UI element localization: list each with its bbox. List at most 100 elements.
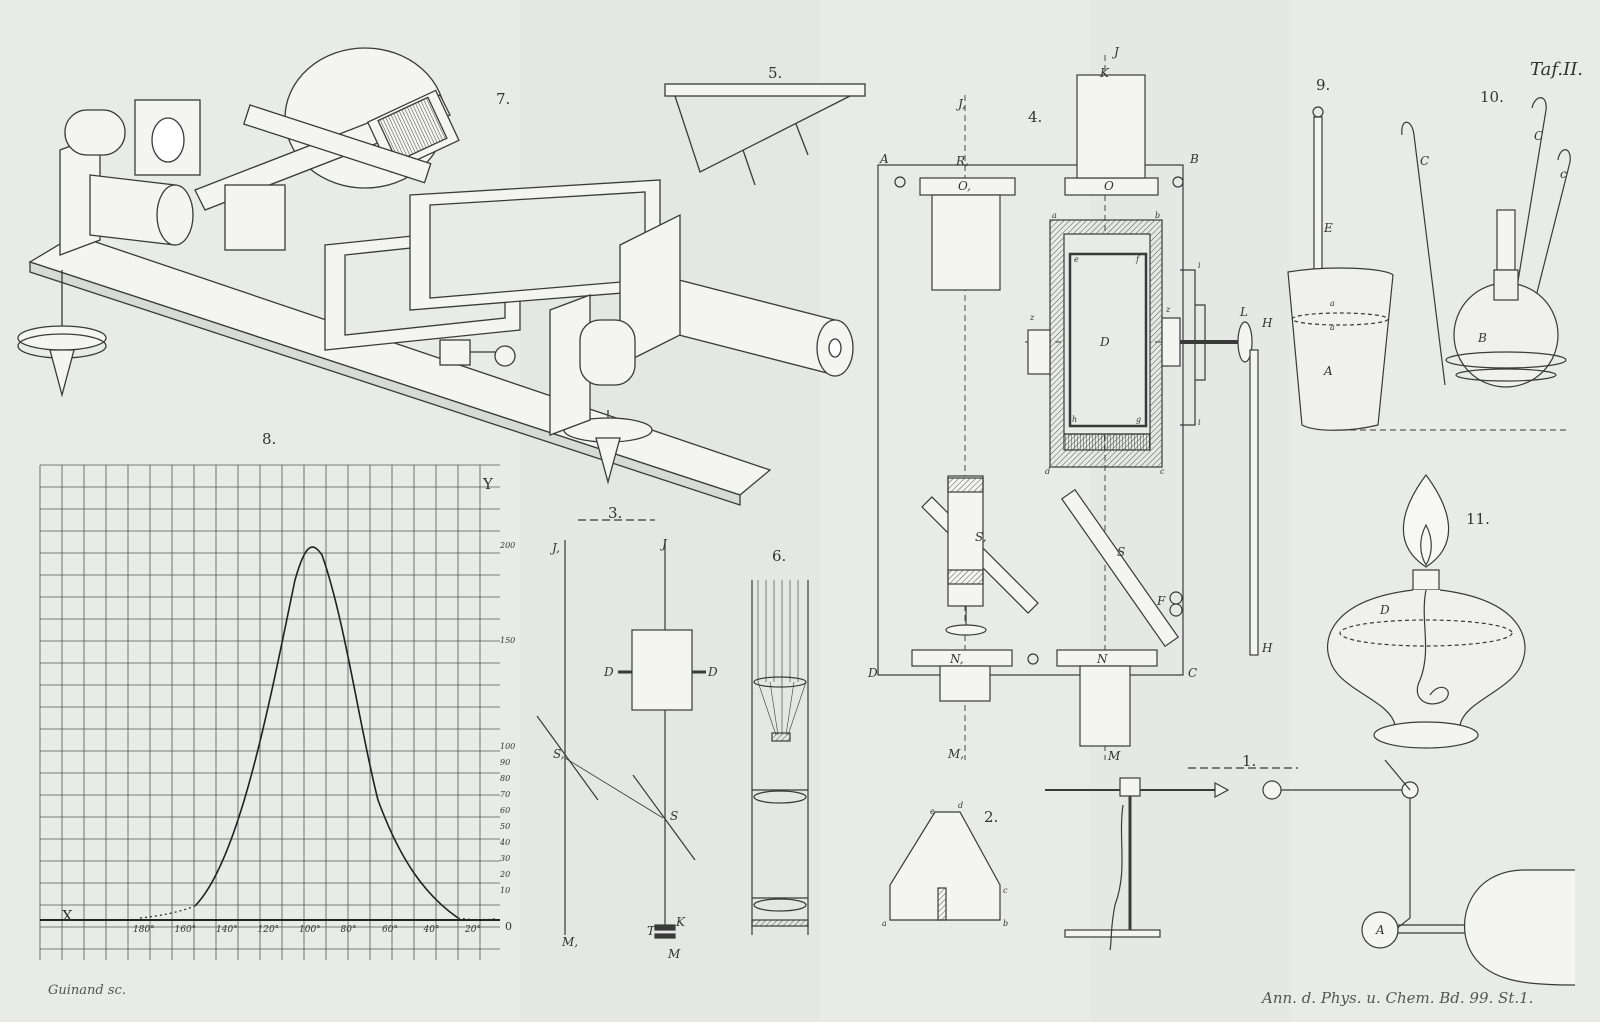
rail (243, 104, 432, 184)
fig3-S: S (670, 809, 678, 823)
x-tick-label: 20° (464, 925, 481, 935)
y-tick-label: 200 (499, 541, 515, 550)
figure-6-tube: 6. (751, 547, 809, 935)
y-tick-label: 50 (500, 822, 510, 831)
x-tick-label: 120° (258, 925, 280, 935)
lower-block (549, 294, 591, 436)
fig4-d: d (1045, 467, 1050, 476)
fig11-D: D (1379, 603, 1390, 617)
fig2-a: a (882, 919, 887, 928)
ball-A (1361, 911, 1399, 949)
fig4-S: S (1117, 545, 1125, 559)
y-tick-label: 30 (500, 854, 510, 863)
fig2-number: 2. (984, 808, 998, 826)
fig7-number: 7. (496, 90, 510, 108)
fig4-f: f (1135, 255, 1141, 264)
wire-c (1524, 149, 1571, 341)
fig4-N: N (1096, 652, 1108, 666)
short-tube (579, 319, 636, 386)
x-tick-label: 40° (423, 925, 440, 935)
stand-clamp (1119, 777, 1141, 797)
fig4-A: A (879, 152, 889, 166)
plate-title: Taf.II. (1530, 59, 1583, 80)
x-axis-label: X (62, 907, 73, 925)
mirror-S1 (921, 475, 1039, 636)
fig1-A: A (1375, 923, 1385, 937)
fig4-number: 4. (1028, 108, 1042, 126)
fig4-i-top: i (1198, 261, 1201, 270)
fig10-C-prime: C (1420, 154, 1429, 168)
y-axis-label: Y (482, 475, 494, 493)
fig4-C: C (1188, 666, 1197, 680)
x-tick-label: 80° (341, 925, 357, 935)
prism-hatching (377, 96, 448, 163)
fig4-H-top: H (1261, 316, 1273, 330)
x-tick-label: 100° (299, 925, 321, 935)
fig3-S1: S, (553, 747, 565, 761)
fig9-number: 9. (1316, 76, 1330, 94)
left-tube (64, 109, 126, 156)
fig3-D-right: D (707, 665, 718, 679)
fig3-K: K (675, 915, 686, 929)
fig9-E: E (1323, 221, 1333, 235)
pulley-L (1237, 321, 1253, 363)
x-tick-label: 140° (216, 925, 238, 935)
wire-C (1509, 97, 1547, 331)
ball-electrode (1262, 780, 1282, 800)
fig4-e: e (1074, 255, 1079, 264)
light-rays (757, 580, 807, 736)
fig10-C: C (1534, 129, 1543, 143)
mirror-S (1060, 488, 1183, 648)
fig4-F: F (1156, 594, 1166, 608)
flame (1402, 473, 1450, 568)
engraver-credit: Guinand sc. (48, 983, 126, 998)
fig2-d: d (958, 801, 963, 810)
fig2-e: e (930, 807, 935, 816)
y-tick-label: 70 (500, 790, 510, 799)
fig3-J1: J, (549, 541, 560, 555)
wire-C-prime (1401, 121, 1446, 386)
fig9-A: A (1323, 364, 1333, 378)
fig2-c: c (1003, 886, 1008, 895)
figure-1-circuit: 1. A (1045, 752, 1576, 986)
x-tick-label: 160° (175, 925, 197, 935)
fig6-number: 6. (772, 547, 786, 565)
y-tick-label: 90 (500, 758, 510, 767)
slider-block (224, 184, 286, 251)
fig4-z-right: z (1165, 305, 1171, 314)
x-tick-label: 60° (382, 925, 398, 935)
mirror-S (632, 774, 696, 861)
clamp (439, 339, 516, 367)
lens-top (753, 676, 807, 688)
fig4-O: O (1104, 179, 1114, 193)
wire (1109, 804, 1124, 951)
x-tick-label: 180° (133, 925, 155, 935)
fig4-M: M (1107, 749, 1121, 763)
base-plate (877, 164, 1184, 676)
fig3-M1: M, (561, 935, 578, 949)
fig9-a-upper: a (1330, 299, 1335, 308)
fig9-a-lower: a (1330, 323, 1335, 332)
fig10-number: 10. (1480, 88, 1504, 106)
y-tick-label: 80 (500, 774, 510, 783)
fig4-z-left: z (1029, 313, 1035, 322)
fig4-K: K (1099, 66, 1110, 80)
fig4-i-bottom: i (1198, 418, 1201, 427)
mirror-S1 (536, 715, 599, 801)
fig1-number: 1. (1242, 752, 1256, 770)
fig4-h: h (1072, 415, 1077, 424)
lens-middle (753, 790, 807, 804)
figure-2-section: 2. a b c d e (882, 801, 1008, 928)
fig4-D: D (867, 666, 878, 680)
figure-11-lamp: 11. D (1327, 473, 1526, 749)
slit-box (631, 629, 693, 711)
fig4-L: L (1239, 305, 1248, 319)
fig4-B: B (1189, 152, 1199, 166)
fig4-a: a (1052, 211, 1057, 220)
graph-x-ticks: 180° 160° 140° 120° 100° 80° 60° 40° 20° (133, 925, 481, 935)
fold-shade (520, 0, 820, 1022)
y-tick-label: 40 (499, 838, 510, 847)
figure-5-prism: 5. (664, 64, 866, 186)
